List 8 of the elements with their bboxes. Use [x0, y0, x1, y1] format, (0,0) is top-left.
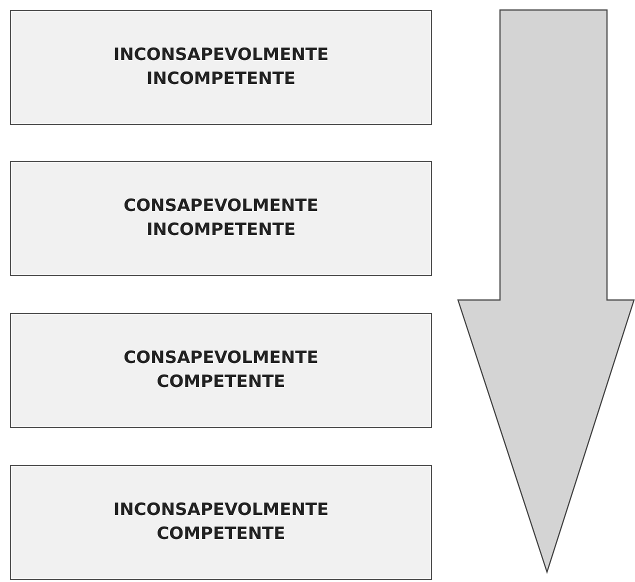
stage-box — [10, 313, 432, 428]
stage-label: CONSAPEVOLMENTE COMPETENTE — [124, 346, 318, 394]
stage-label: INCONSAPEVOLMENTE COMPETENTE — [113, 498, 329, 546]
stage-label: INCONSAPEVOLMENTE INCOMPETENTE — [113, 44, 329, 90]
stage-box — [10, 161, 432, 276]
stage-box — [10, 465, 432, 580]
stage-label: CONSAPEVOLMENTE INCOMPETENTE — [124, 194, 318, 242]
stage-box — [10, 10, 432, 125]
